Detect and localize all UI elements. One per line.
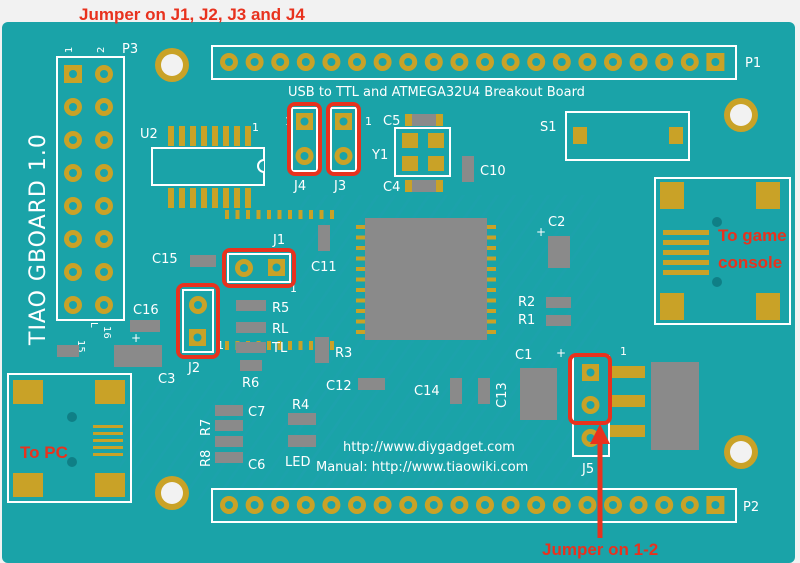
label-r5: R5 [272,301,289,316]
board-manual: Manual: http://www.tiaowiki.com [316,460,528,475]
label-l: L [88,322,99,328]
label-j3: J3 [333,179,346,194]
board-name: TIAO GBOARD 1.0 [26,133,51,346]
ic-u2 [151,126,265,208]
label-c3-plus: + [131,331,141,345]
label-c10: C10 [480,164,506,179]
label-j5: J5 [581,462,594,477]
label-r8: R8 [199,450,214,467]
label-r2: R2 [518,295,535,310]
label-c1: C1 [515,348,532,363]
smd-components [57,114,571,463]
board-url: http://www.diygadget.com [343,440,515,455]
label-c16: C16 [133,303,159,318]
label-c5: C5 [383,114,400,129]
annotation-to-game-1: To game [718,226,787,245]
label-rl: RL [272,322,289,337]
label-p3-pin16: 16 [101,326,112,339]
label-c11: C11 [311,260,337,275]
label-led: LED [285,455,310,470]
mcu-atmega32u4 [225,210,496,350]
jumper-j4 [291,107,318,172]
label-c1-plus: + [556,346,566,360]
label-c7: C7 [248,405,265,420]
label-j2: J2 [187,361,200,376]
label-j1-pin1: 1 [290,282,297,295]
annotation-jumper-bottom: Jumper on 1-2 [542,540,658,559]
jumper-highlights [176,102,612,425]
annotation-to-pc: To PC [20,443,68,462]
label-r4: R4 [292,398,309,413]
label-u2: U2 [140,127,158,142]
header-p2 [211,488,737,523]
arrow-icon [590,424,610,538]
label-c15: C15 [152,252,178,267]
component-labels: J4 J3 1 1 J1 1 J2 1 J5 1 C5 C4 C10 C2 + … [131,114,627,477]
label-p3-pin15: 15 [75,340,86,353]
label-c2-plus: + [536,225,546,239]
switch-s1 [565,111,690,161]
label-c2: C2 [548,215,565,230]
label-c14: C14 [414,384,440,399]
label-c12: C12 [326,379,352,394]
label-c3: C3 [158,372,175,387]
label-p3-pin2: 2 [96,47,107,53]
label-j3-pin1: 1 [365,115,372,128]
label-p1: P1 [745,56,761,71]
label-j4: J4 [293,179,306,194]
label-c13: C13 [495,382,510,408]
header-p3 [56,56,125,321]
label-u2-pin1: 1 [252,121,259,134]
label-p3: P3 [122,42,138,57]
label-j2-pin1: 1 [217,339,224,352]
label-r1: R1 [518,313,535,328]
header-p1 [211,45,737,80]
annotation-to-game-2: console [718,253,782,272]
label-c4: C4 [383,180,400,195]
crystal-y1 [394,127,451,177]
label-y1: Y1 [371,148,388,163]
usb-connector-console [654,177,791,325]
label-r6: R6 [242,376,259,391]
mounting-holes [155,48,758,510]
jumper-j1 [227,253,291,283]
label-p3-pin1: 1 [64,47,75,53]
voltage-regulator [608,362,699,450]
usb-connector-pc [7,373,132,503]
label-tl: TL [271,341,288,356]
label-c6: C6 [248,458,265,473]
label-s1: S1 [540,120,557,135]
label-j5-pin1: 1 [620,345,627,358]
label-r7: R7 [199,419,214,436]
jumper-j2 [182,289,214,353]
annotation-jumpers-top: Jumper on J1, J2, J3 and J4 [79,5,305,24]
label-j1: J1 [272,233,285,248]
jumper-j3 [330,107,357,172]
board-subtitle: USB to TTL and ATMEGA32U4 Breakout Board [288,85,585,100]
label-r3: R3 [335,346,352,361]
label-p2: P2 [743,500,759,515]
